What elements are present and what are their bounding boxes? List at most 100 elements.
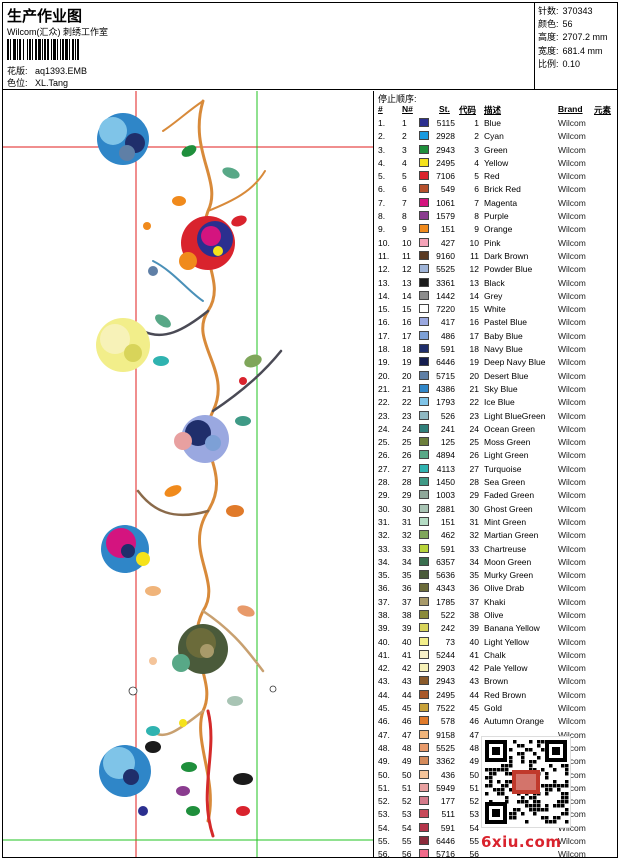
color-swatch <box>419 490 429 500</box>
row-description: Baby Blue <box>484 330 523 341</box>
row-description: Black <box>484 277 505 288</box>
row-index: 49. <box>378 756 390 767</box>
row-index: 50. <box>378 769 390 780</box>
row-index: 42. <box>378 663 390 674</box>
row-stitches: 511 <box>441 809 455 820</box>
row-brand: Wilcom <box>558 184 586 195</box>
row-brand: Wilcom <box>558 822 586 833</box>
row-stitches: 417 <box>440 317 455 328</box>
row-needle: 10 <box>402 237 412 248</box>
row-index: 35. <box>378 570 390 581</box>
row-brand: Wilcom <box>558 769 586 780</box>
row-index: 4. <box>378 157 386 168</box>
row-brand: Wilcom <box>558 211 586 222</box>
row-brand: Wilcom <box>558 370 586 381</box>
row-index: 25. <box>378 437 390 448</box>
color-swatch <box>419 357 429 367</box>
row-description: Desert Blue <box>484 370 529 381</box>
row-index: 5. <box>378 171 386 182</box>
col-brand: Brand <box>558 104 583 114</box>
design-preview[interactable] <box>3 91 374 857</box>
row-description: Brown <box>484 676 509 687</box>
row-description: Blue <box>484 118 502 128</box>
row-brand: Wilcom <box>558 304 586 315</box>
row-stitches: 2943 <box>436 676 455 687</box>
row-code: 27 <box>469 463 479 474</box>
row-brand: Wilcom <box>558 463 586 474</box>
row-brand: Wilcom <box>558 224 586 235</box>
row-index: 10. <box>378 237 390 248</box>
row-brand: Wilcom <box>558 290 586 301</box>
row-description: Orange <box>484 224 513 235</box>
color-position-label: 色位: <box>7 78 28 88</box>
row-stitches: 436 <box>440 769 455 780</box>
row-brand: Wilcom <box>558 317 586 328</box>
row-code: 1 <box>474 118 479 128</box>
row-needle: 52 <box>402 796 412 807</box>
row-stitches: 2928 <box>436 131 455 142</box>
row-index: 22. <box>378 397 390 408</box>
row-needle: 46 <box>402 716 412 727</box>
row-code: 18 <box>469 344 479 355</box>
row-stitches: 4343 <box>436 583 455 594</box>
row-index: 47. <box>378 729 390 740</box>
row-description: Murky Green <box>484 570 534 581</box>
